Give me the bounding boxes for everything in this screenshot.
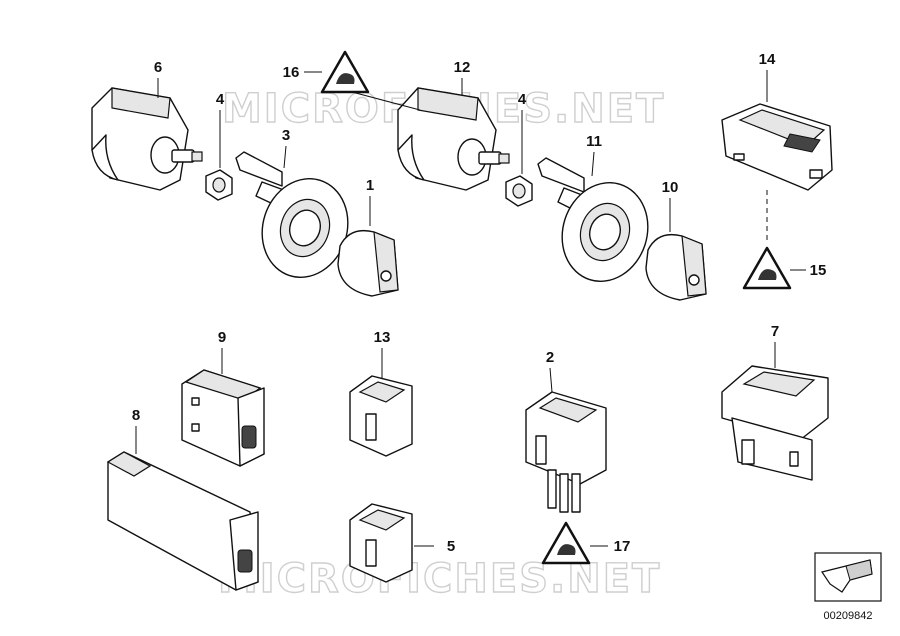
part-1-knob <box>337 229 399 297</box>
callout-5: 10 <box>662 179 679 196</box>
part-13-switch <box>349 503 413 583</box>
callout-4-center: 4 <box>518 91 527 108</box>
callout-4-left: 4 <box>216 91 225 108</box>
warning-triangle-icon <box>742 246 792 290</box>
part-14-switch <box>721 103 833 191</box>
callout-1: 1 <box>366 177 374 194</box>
part-7-actuator <box>397 87 510 191</box>
callout-14: 14 <box>759 51 776 68</box>
watermark-bottom: MICROFICHES.NET <box>218 556 661 602</box>
callout-10: 13 <box>374 329 391 346</box>
warning-triangle-icon <box>541 521 591 565</box>
callout-2: 3 <box>282 127 290 144</box>
arrow-box-icon <box>814 552 882 602</box>
callout-15: 15 <box>810 262 827 279</box>
part-3-actuator <box>91 87 203 191</box>
callout-12: 7 <box>771 323 779 340</box>
callout-8: 8 <box>132 407 140 424</box>
part-8-switch <box>106 451 259 591</box>
callout-16: 16 <box>283 64 300 81</box>
callout-7: 12 <box>454 59 471 76</box>
part-4-nut-left <box>205 169 233 201</box>
warning-triangle-icon <box>320 50 370 94</box>
callout-6: 11 <box>586 133 602 150</box>
callout-17: 17 <box>614 538 631 555</box>
callout-13: 5 <box>447 538 455 555</box>
part-5-knob <box>645 233 707 301</box>
callout-9: 9 <box>218 329 226 346</box>
part-4-nut-center <box>505 175 533 207</box>
part-2-shaft-ring <box>235 151 349 278</box>
part-10-switch <box>349 375 413 457</box>
callout-11: 2 <box>546 349 554 366</box>
part-11-switch <box>525 391 607 513</box>
part-9-switch <box>181 369 265 467</box>
leader-lines <box>135 70 806 547</box>
reference-number: 00209842 <box>824 610 873 622</box>
part-12-switch <box>721 365 829 481</box>
part-6-shaft-ring <box>537 157 649 282</box>
callout-3: 6 <box>154 59 162 76</box>
